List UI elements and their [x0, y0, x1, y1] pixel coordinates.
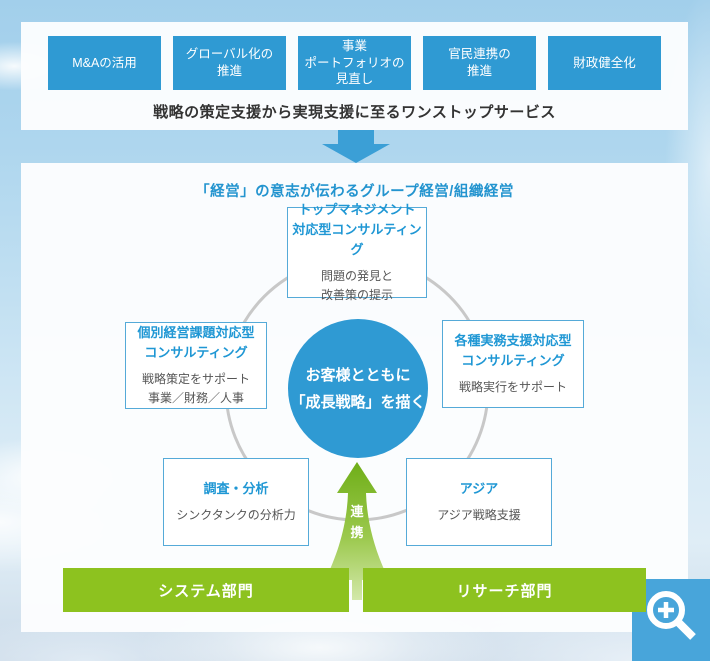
node-research-analysis: 調査・分析 シンクタンクの分析力: [163, 458, 309, 546]
magnifier-plus-icon: [647, 591, 696, 640]
theme-box-public-private: 官民連携の 推進: [423, 36, 536, 90]
theme-box-fiscal: 財政健全化: [548, 36, 661, 90]
node-individual-issues: 個別経営課題対応型 コンサルティング 戦略策定をサポート 事業／財務／人事: [125, 322, 267, 409]
node-desc: シンクタンクの分析力: [176, 507, 296, 522]
node-title: 個別経営課題対応型 コンサルティング: [137, 324, 255, 360]
node-desc: アジア戦略支援: [437, 507, 521, 522]
center-goal-circle: お客様とともに 「成長戦略」を描く: [288, 319, 428, 458]
theme-box-ma: M&Aの活用: [48, 36, 161, 90]
node-top-management: トップマネジメント 対応型コンサルティング 問題の発見と 改善策の提示: [287, 202, 427, 302]
theme-box-portfolio: 事業 ポートフォリオの 見直し: [298, 36, 411, 90]
down-arrow-icon: [322, 130, 390, 163]
node-asia: アジア アジア戦略支援: [406, 458, 552, 546]
node-desc: 戦略実行をサポート: [458, 380, 567, 395]
node-title: 各種実務支援対応型 コンサルティング: [454, 332, 572, 368]
diagram-title: 「経営」の意志が伝わるグループ経営/組織経営: [195, 184, 514, 200]
link-up-arrow-icon: [325, 462, 389, 600]
dept-bar-research: リサーチ部門: [363, 568, 646, 612]
node-title: アジア: [459, 480, 499, 496]
link-label: 連 携: [350, 504, 364, 541]
one-stop-service-caption: 戦略の策定支援から実現支援に至るワンストップサービス: [153, 104, 556, 121]
node-practical-support: 各種実務支援対応型 コンサルティング 戦略実行をサポート: [442, 320, 584, 408]
theme-box-globalization: グローバル化の 推進: [173, 36, 286, 90]
strategy-theme-row: M&Aの活用 グローバル化の 推進 事業 ポートフォリオの 見直し 官民連携の …: [21, 36, 688, 90]
node-desc: 戦略策定をサポート 事業／財務／人事: [141, 371, 250, 406]
node-desc: 問題の発見と 改善策の提示: [320, 269, 393, 303]
dept-bar-system: システム部門: [63, 568, 349, 612]
node-title: トップマネジメント 対応型コンサルティング: [292, 201, 422, 257]
node-title: 調査・分析: [203, 480, 269, 496]
